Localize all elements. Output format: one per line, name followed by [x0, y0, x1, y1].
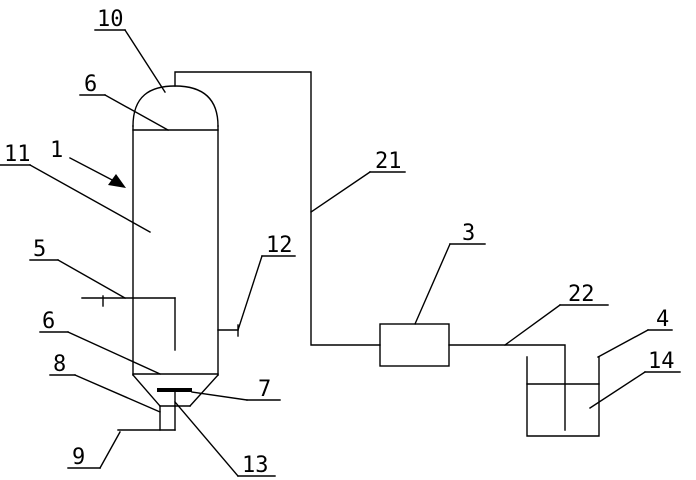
bottom-outlet-pipe — [117, 405, 176, 431]
leader-lines — [0, 29, 681, 477]
label-6-top: 6 — [84, 72, 97, 97]
side-nozzle — [217, 324, 239, 337]
label-10: 10 — [97, 7, 124, 32]
label-8: 8 — [53, 352, 66, 377]
label-5: 5 — [33, 237, 46, 262]
column-vessel — [132, 125, 219, 376]
top-dome — [132, 85, 219, 127]
label-12: 12 — [266, 233, 293, 258]
label-22: 22 — [568, 282, 595, 307]
label-4: 4 — [656, 307, 669, 332]
arrow-indicator — [69, 157, 126, 188]
label-1: 1 — [50, 138, 63, 163]
vapor-pipe — [174, 71, 381, 346]
label-21: 21 — [375, 149, 402, 174]
label-14: 14 — [648, 349, 675, 374]
label-13: 13 — [242, 453, 269, 478]
label-3: 3 — [462, 221, 475, 246]
label-11: 11 — [4, 142, 31, 167]
condensate-pipe — [448, 344, 566, 431]
condenser-box — [379, 323, 450, 367]
inlet-pipe — [81, 295, 176, 351]
label-7: 7 — [258, 377, 271, 402]
label-9: 9 — [72, 445, 85, 470]
label-6-bottom: 6 — [42, 309, 55, 334]
receiver-tank — [526, 356, 600, 437]
